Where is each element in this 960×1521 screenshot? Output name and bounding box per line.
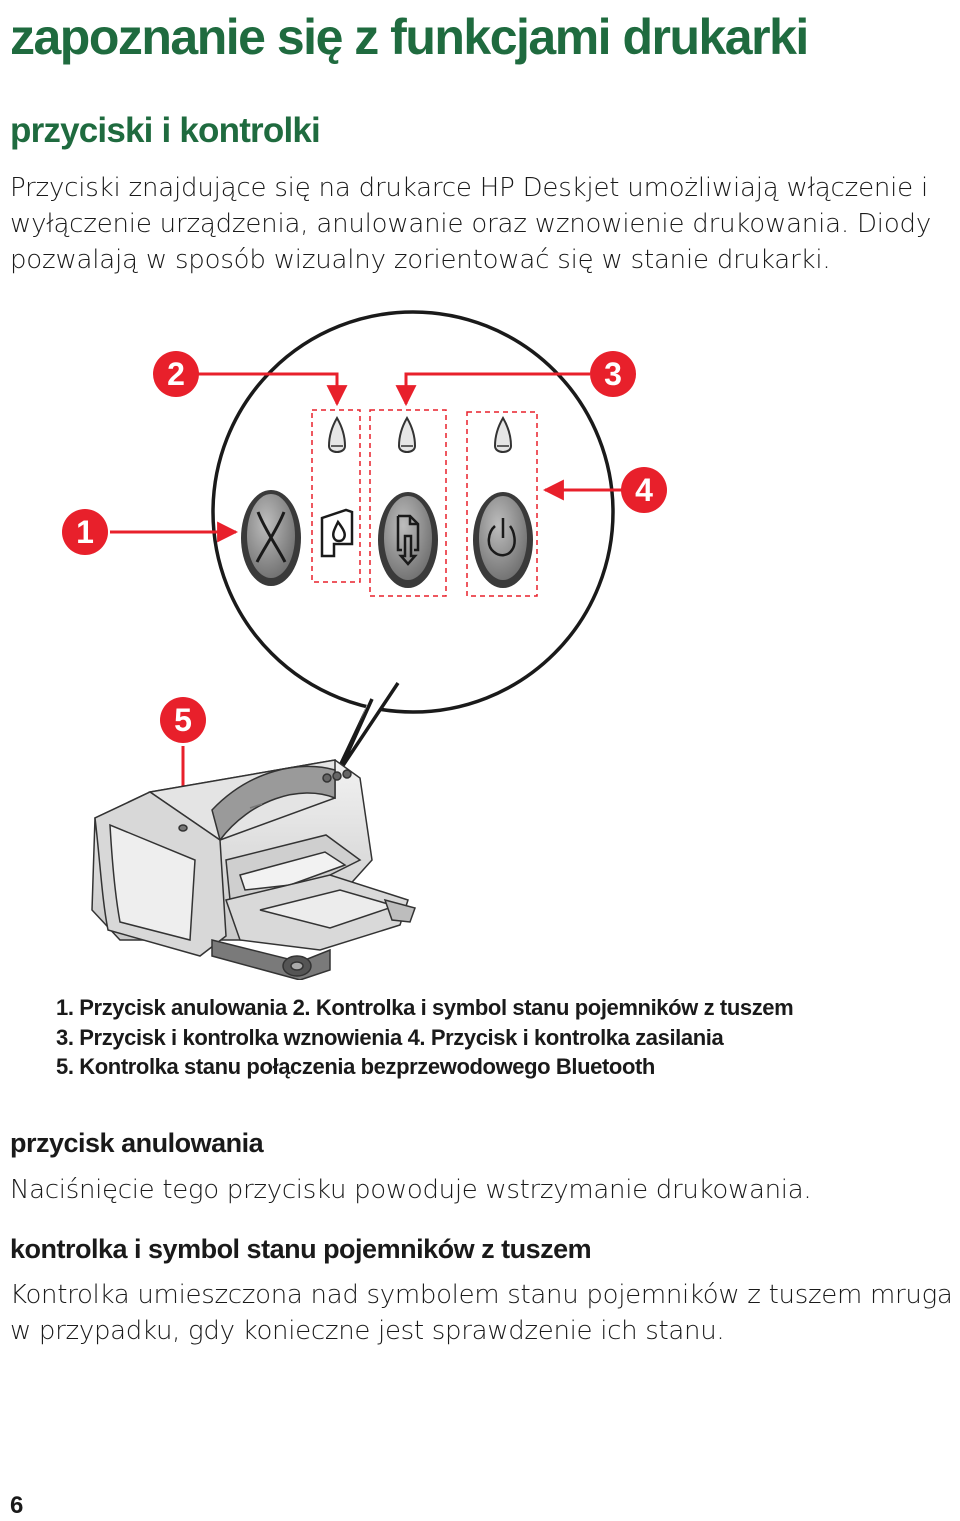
- caption-line: 5. Kontrolka stanu połączenia bezprzewod…: [56, 1054, 655, 1079]
- power-highlight: [466, 411, 538, 597]
- svg-text:5: 5: [174, 702, 192, 738]
- led-indicator-icon: [397, 416, 417, 453]
- page-title: zapoznanie się z funkcjami drukarki: [10, 9, 809, 65]
- section-heading-cancel: przycisk anulowania: [10, 1128, 264, 1158]
- section-text-ink-status: Kontrolka umieszczona nad symbolem stanu…: [10, 1280, 953, 1346]
- led-indicator-icon: [327, 416, 347, 453]
- figure-caption: 1. Przycisk anulowania 2. Kontrolka i sy…: [56, 993, 936, 1082]
- printer-illustration: [91, 759, 416, 980]
- caption-line: 3. Przycisk i kontrolka wznowienia 4. Pr…: [56, 1024, 724, 1050]
- arrow-icon: [192, 372, 348, 407]
- ink-status-highlight: [311, 409, 361, 583]
- section-subtitle: przyciski i kontrolki: [10, 111, 321, 150]
- led-indicator-icon: [493, 416, 513, 453]
- callout-badge-1: 1: [62, 509, 108, 555]
- callout-badge-5: 5: [160, 697, 206, 743]
- page-number: 6: [10, 1492, 24, 1519]
- svg-text:1: 1: [76, 514, 94, 550]
- resume-button: [378, 492, 438, 588]
- callout-badge-2: 2: [153, 351, 199, 397]
- callout-badge-3: 3: [590, 351, 636, 397]
- cancel-x-icon: [255, 511, 287, 563]
- resume-page-icon: [396, 514, 420, 566]
- cancel-button: [241, 490, 301, 586]
- callout-badge-4: 4: [621, 467, 667, 513]
- ink-cartridge-icon: [320, 508, 354, 558]
- section-heading-ink-status: kontrolka i symbol stanu pojemników z tu…: [10, 1234, 592, 1264]
- svg-text:3: 3: [604, 356, 622, 392]
- intro-paragraph: Przyciski znajdujące się na drukarce HP …: [10, 173, 932, 275]
- power-button: [473, 492, 533, 588]
- resume-highlight: [369, 409, 447, 597]
- arrow-icon: [395, 372, 590, 407]
- caption-line: 1. Przycisk anulowania 2. Kontrolka i sy…: [56, 995, 794, 1020]
- section-text-cancel: Naciśnięcie tego przycisku powoduje wstr…: [10, 1175, 812, 1205]
- printer-control-panel-figure: 1 2 3 4 5: [62, 310, 667, 980]
- svg-text:4: 4: [635, 472, 653, 508]
- svg-text:2: 2: [167, 356, 185, 392]
- power-icon: [487, 518, 516, 557]
